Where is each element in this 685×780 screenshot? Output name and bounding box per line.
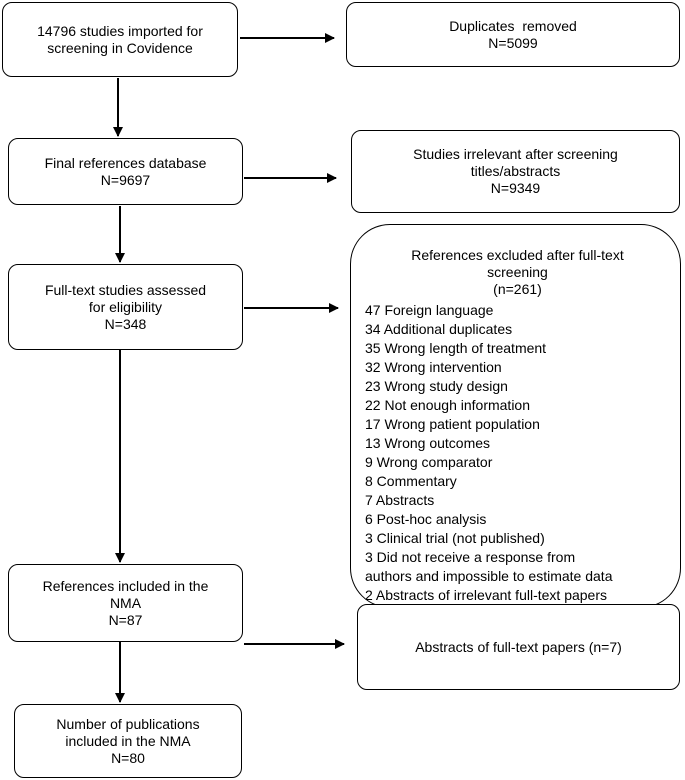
- excluded-head1: References excluded after full-text: [411, 247, 624, 263]
- included-line2: NMA: [109, 594, 142, 611]
- included-line3: N=87: [108, 611, 143, 628]
- included-box: References included in the NMA N=87: [8, 564, 243, 642]
- fulltext-line3: N=348: [104, 315, 147, 332]
- exclusion-reason: 6 Post-hoc analysis: [365, 511, 487, 527]
- exclusion-reason: 35 Wrong length of treatment: [365, 340, 547, 356]
- imported-line1: 14796 studies imported for: [37, 22, 203, 39]
- exclusion-reason: 34 Additional duplicates: [365, 321, 513, 337]
- irrelevant-box: Studies irrelevant after screening title…: [351, 130, 680, 213]
- irrelevant-line3: N=9349: [490, 180, 541, 196]
- exclusion-reason: 22 Not enough information: [365, 397, 530, 413]
- exclusion-reason: 13 Wrong outcomes: [365, 435, 491, 451]
- duplicates-line2: N=5099: [488, 34, 538, 51]
- publications-line1: Number of publications: [56, 715, 200, 732]
- exclusion-reason: 47 Foreign language: [365, 302, 494, 318]
- excluded-head3: (n=261): [493, 281, 542, 297]
- fulltext-assessed-box: Full-text studies assessed for eligibili…: [8, 264, 243, 350]
- abstracts-box: Abstracts of full-text papers (n=7): [357, 604, 680, 690]
- excluded-box: References excluded after full-text scre…: [350, 224, 681, 608]
- exclusion-reason: 32 Wrong intervention: [365, 359, 502, 375]
- excluded-head2: screening: [487, 264, 548, 280]
- exclusion-reason: 3 Clinical trial (not published): [365, 530, 545, 546]
- fulltext-line2: for eligibility: [88, 298, 163, 315]
- publications-box: Number of publications included in the N…: [14, 704, 242, 778]
- imported-line2: screening in Covidence: [47, 39, 193, 56]
- duplicates-line1: Duplicates removed: [449, 17, 577, 34]
- exclusion-reason: 8 Commentary: [365, 473, 457, 489]
- final-db-line2: N=9697: [100, 171, 151, 188]
- publications-line2: included in the NMA: [65, 732, 191, 749]
- exclusion-reason: 9 Wrong comparator: [365, 454, 493, 470]
- imported-box: 14796 studies imported for screening in …: [2, 2, 238, 77]
- publications-line3: N=80: [111, 749, 145, 766]
- irrelevant-line1: Studies irrelevant after screening: [413, 146, 618, 162]
- exclusion-reason: 2 Abstracts of irrelevant full-text pape…: [365, 587, 607, 603]
- excluded-head: References excluded after full-text scre…: [365, 247, 670, 298]
- exclusion-reason: 3 Did not receive a response from: [365, 549, 576, 565]
- exclusion-reason: 17 Wrong patient population: [365, 416, 540, 432]
- exclusion-reason: authors and impossible to estimate data: [365, 568, 613, 584]
- exclusion-reason: 23 Wrong study design: [365, 378, 508, 394]
- final-database-box: Final references database N=9697: [8, 138, 243, 205]
- duplicates-box: Duplicates removed N=5099: [346, 2, 680, 67]
- exclusion-reason: 7 Abstracts: [365, 492, 435, 508]
- included-line1: References included in the: [42, 577, 209, 594]
- irrelevant-line2: titles/abstracts: [470, 163, 561, 179]
- final-db-line1: Final references database: [44, 154, 207, 171]
- exclusion-reasons-list: 47 Foreign language 34 Additional duplic…: [365, 301, 670, 605]
- abstracts-line1: Abstracts of full-text papers (n=7): [415, 638, 622, 655]
- fulltext-line1: Full-text studies assessed: [44, 281, 207, 298]
